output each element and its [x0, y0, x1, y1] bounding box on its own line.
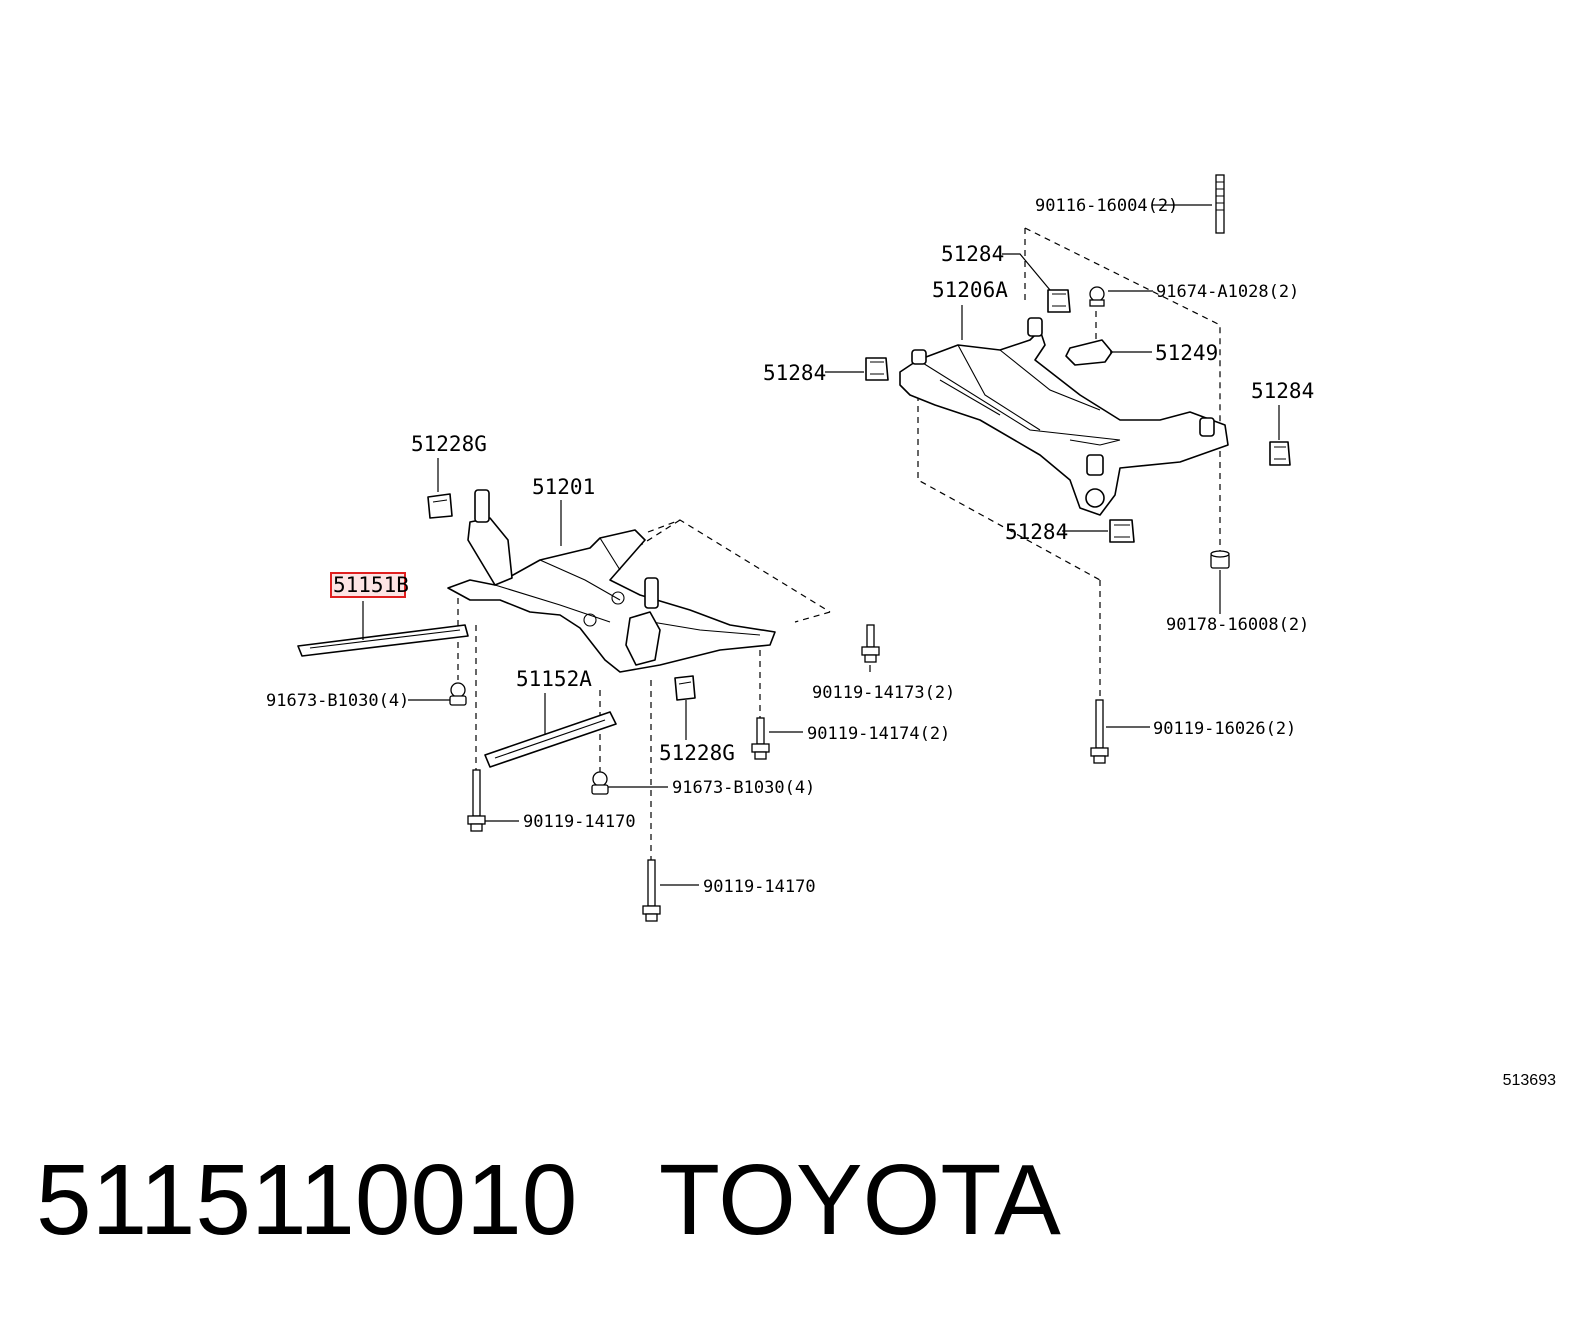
- label-90119-14173: 90119-14173(2): [812, 683, 955, 703]
- label-91673-b1030-mid: 91673-B1030(4): [672, 778, 815, 798]
- bushing-51284-top: [1047, 289, 1071, 313]
- label-51152a: 51152A: [516, 667, 592, 691]
- label-90119-14170-b: 90119-14170: [703, 877, 816, 897]
- label-90119-14170-a: 90119-14170: [523, 812, 636, 832]
- bolt-90119-14174: [751, 717, 770, 760]
- label-91673-b1030-left: 91673-B1030(4): [266, 691, 409, 711]
- label-51201: 51201: [532, 475, 595, 499]
- part-number: 5115110010: [36, 1144, 578, 1256]
- label-51228g-top: 51228G: [411, 432, 487, 456]
- rear-suspension-member-assembly: [825, 174, 1291, 764]
- brand-name: TOYOTA: [658, 1144, 1061, 1256]
- label-51284-top: 51284: [941, 242, 1004, 266]
- label-90119-16026: 90119-16026(2): [1153, 719, 1296, 739]
- bracket-51249: [1065, 339, 1113, 366]
- brace-51152a: [484, 711, 617, 768]
- bushing-51284-left: [865, 357, 889, 381]
- bolt-91674-a1028: [1089, 286, 1105, 307]
- label-51284-bottom: 51284: [1005, 520, 1068, 544]
- bracket-51228g-bottom: [674, 675, 696, 701]
- label-90119-14174: 90119-14174(2): [807, 724, 950, 744]
- rear-member-body: [899, 329, 1229, 516]
- bolt-91673-b1030-mid: [591, 771, 609, 795]
- front-suspension-member-assembly: [297, 458, 880, 922]
- label-90116-16004: 90116-16004(2): [1035, 196, 1178, 216]
- label-51284-left: 51284: [763, 361, 826, 385]
- bolt-90119-14170-a: [467, 769, 486, 832]
- bushing-51284-right: [1269, 441, 1291, 466]
- label-51284-right: 51284: [1251, 379, 1314, 403]
- part-51151b-highlight: [330, 572, 406, 598]
- label-51206a: 51206A: [932, 278, 1008, 302]
- bracket-51228g-top: [427, 493, 453, 519]
- nut-90178-16008: [1210, 550, 1230, 569]
- bolt-90119-16026: [1090, 699, 1109, 764]
- bolt-90119-14173: [861, 624, 880, 663]
- catalog-illustration-id: 513693: [1502, 1072, 1556, 1089]
- bolt-90119-14170-b: [642, 859, 661, 922]
- bushing-51284-bottom: [1109, 519, 1135, 543]
- brace-51151b: [297, 624, 469, 657]
- stud-90116-16004: [1215, 174, 1225, 234]
- label-51228g-bottom: 51228G: [659, 741, 735, 765]
- bolt-91673-b1030-left: [449, 682, 467, 706]
- page-title: 5115110010 TOYOTA: [36, 1150, 1061, 1250]
- label-51151b: 51151B: [333, 573, 409, 597]
- label-51249: 51249: [1155, 341, 1218, 365]
- front-member-body: [447, 529, 776, 673]
- part-labels: 90116-16004(2) 51284 51206A 91674-A1028(…: [266, 196, 1314, 897]
- label-91674-a1028: 91674-A1028(2): [1156, 282, 1299, 302]
- label-90178-16008: 90178-16008(2): [1166, 615, 1309, 635]
